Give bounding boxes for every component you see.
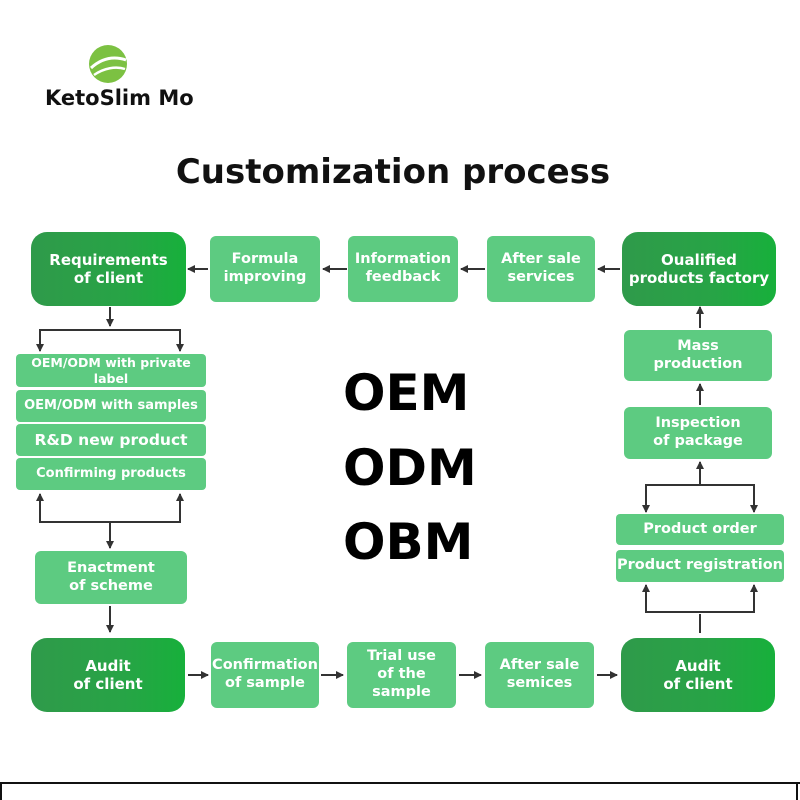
order-connector xyxy=(645,484,755,511)
confirmation-of-sample-box: Confirmation of sample xyxy=(211,642,319,708)
leaf-ball-icon xyxy=(89,45,127,83)
brand-logo: KetoSlim Mo xyxy=(40,40,200,120)
brand-name: KetoSlim Mo xyxy=(45,86,194,110)
mass-production-box: Mass production xyxy=(624,330,772,381)
label-oem: OEM xyxy=(343,364,470,422)
option-rd-new-product: R&D new product xyxy=(16,424,206,456)
enactment-of-scheme-box: Enactment of scheme xyxy=(35,551,187,604)
trial-use-of-sample-box: Trial use of the sample xyxy=(347,642,456,708)
after-sale-services-box: After sale services xyxy=(487,236,595,302)
label-odm: ODM xyxy=(343,439,477,497)
information-feedback-box: Information feedback xyxy=(348,236,458,302)
product-order-box: Product order xyxy=(616,514,784,545)
option-confirming-products: Confirming products xyxy=(16,458,206,490)
label-obm: OBM xyxy=(343,513,474,571)
audit-of-client-left-box: Audit of client xyxy=(31,638,185,712)
registration-connector xyxy=(645,588,755,613)
frame-left-edge xyxy=(0,782,2,800)
split-connector-top xyxy=(39,329,181,351)
frame-right-edge xyxy=(796,782,798,800)
requirements-of-client-box: Requirements of client xyxy=(31,232,186,306)
after-sale-semices-box: After sale semices xyxy=(485,642,594,708)
inspection-of-package-box: Inspection of package xyxy=(624,407,772,459)
option-oem-samples: OEM/ODM with samples xyxy=(16,390,206,422)
merge-connector-bottom xyxy=(39,503,181,523)
option-oem-private-label: OEM/ODM with private label xyxy=(16,354,206,387)
qualified-products-factory-box: Oualified products factory xyxy=(622,232,776,306)
formula-improving-box: Formula improving xyxy=(210,236,320,302)
product-registration-box: Product registration xyxy=(616,550,784,582)
audit-of-client-right-box: Audit of client xyxy=(621,638,775,712)
page-title: Customization process xyxy=(175,152,611,192)
frame-bottom-line xyxy=(0,782,800,784)
